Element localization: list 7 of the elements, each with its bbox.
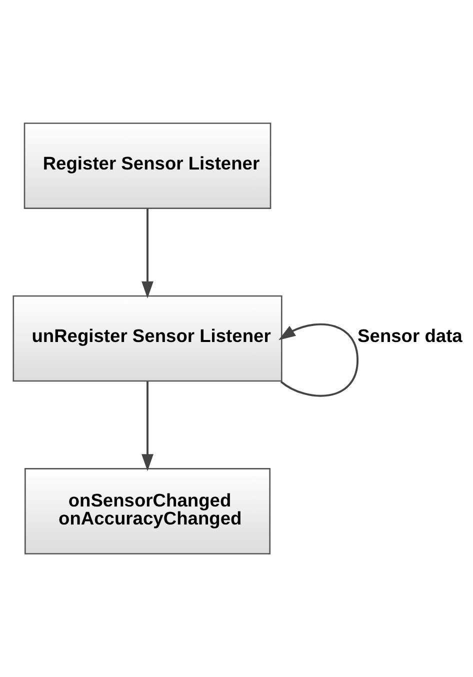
node-box: unRegister Sensor Listener xyxy=(12,295,282,382)
node-box: Register Sensor Listener xyxy=(24,122,272,209)
arrow xyxy=(142,381,154,472)
edge-label: Sensor data xyxy=(358,325,462,346)
node-box: onSensorChanged onAccuracyChanged xyxy=(24,468,271,554)
arrow xyxy=(278,323,359,397)
arrow xyxy=(142,208,154,298)
